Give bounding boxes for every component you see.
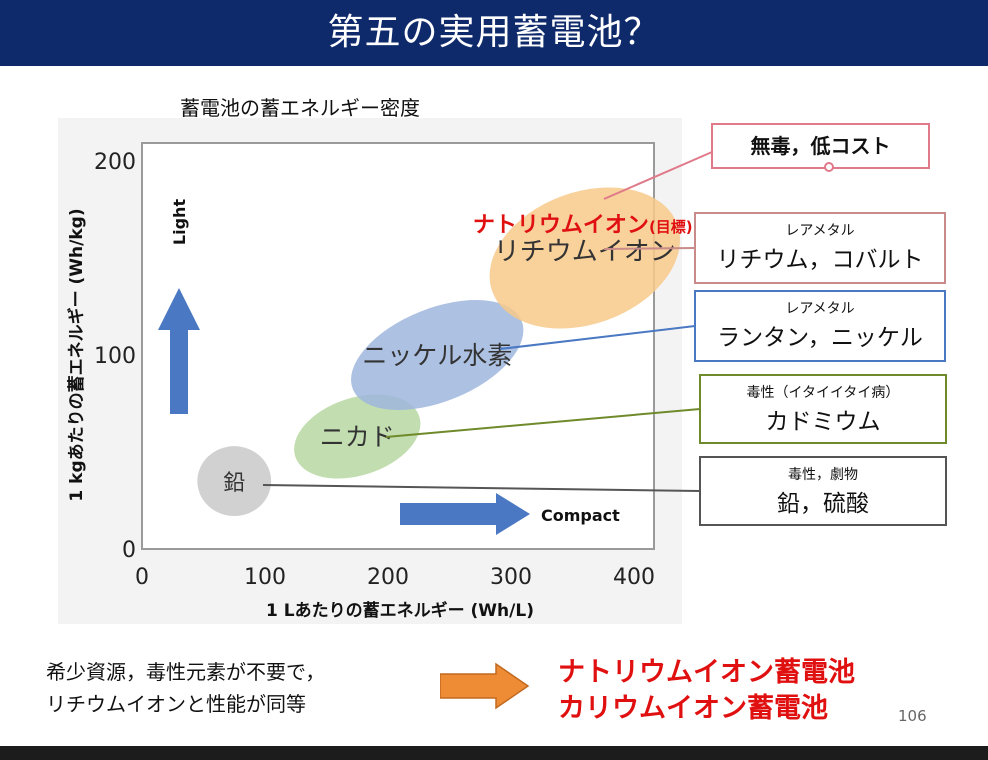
callout-top-line	[603, 151, 713, 200]
region-label-0: 鉛	[223, 471, 245, 496]
callout-line2-0: 鉛，硫酸	[777, 491, 869, 517]
x-tick-label-1: 100	[244, 565, 286, 590]
callout-box-0	[699, 456, 947, 526]
result-line-2: カリウムイオン蓄電池	[558, 693, 828, 724]
region-ellipse-1	[294, 394, 421, 479]
region-label-3: リチウムイオン	[494, 237, 676, 267]
result-arrow-icon	[440, 662, 530, 710]
y-tick-label-1: 100	[94, 344, 136, 369]
bottom-text-line-2: リチウムイオンと性能が同等	[46, 692, 306, 716]
region-0: 鉛	[197, 446, 272, 517]
region-ellipse-2	[351, 299, 524, 411]
slide-title: 第五の実用蓄電池？	[327, 12, 661, 53]
region-label-2: ニッケル水素	[362, 341, 512, 370]
region-ellipse-3	[489, 187, 680, 329]
compact-arrow-icon	[400, 493, 530, 535]
target-battery-label: ナトリウムイオン	[473, 213, 649, 238]
chart-title: 蓄電池の蓄エネルギー密度	[180, 96, 420, 120]
x-tick-label-0: 0	[135, 565, 149, 590]
target-suffix: (目標)	[649, 218, 693, 236]
callout-line1-3: レアメタル	[785, 223, 854, 239]
region-label-top-3: ナトリウムイオン(目標)	[473, 213, 693, 238]
callout-box-2	[694, 290, 946, 362]
pointer-dot-icon	[824, 162, 834, 172]
light-label: Light	[170, 199, 189, 246]
callout-line2-3: リチウム，コバルト	[717, 247, 924, 273]
callout-line2-2: ランタン，ニッケル	[717, 325, 923, 351]
callout-line-0	[262, 484, 701, 492]
region-2: ニッケル水素	[351, 299, 524, 411]
x-tick-label-4: 400	[613, 565, 655, 590]
callout-box-3	[694, 212, 946, 284]
bottom-bar	[0, 746, 988, 760]
callout-line1-2: レアメタル	[785, 301, 854, 317]
x-tick-label-2: 200	[367, 565, 409, 590]
callout-line-3	[603, 247, 696, 250]
callout-line1-0: 毒性，劇物	[788, 467, 858, 483]
page-number: 106	[898, 707, 927, 725]
callout-line-2	[499, 325, 696, 350]
callout-line1-1: 毒性（イタイイタイ病）	[747, 385, 900, 401]
callout-line-1	[385, 408, 701, 438]
bottom-text-line-1: 希少資源，毒性元素が不要で，	[46, 660, 326, 684]
y-axis-label: 1 kgあたりの蓄エネルギー (Wh/kg)	[66, 208, 87, 501]
x-tick-label-3: 300	[490, 565, 532, 590]
callout-top-text: 無毒，低コスト	[751, 134, 891, 158]
y-tick-label-0: 0	[122, 538, 136, 563]
y-tick-label-2: 200	[94, 150, 136, 175]
x-axis-label: 1 Lあたりの蓄エネルギー (Wh/L)	[266, 600, 534, 621]
light-arrow-icon	[158, 288, 200, 414]
result-line-1: ナトリウムイオン蓄電池	[558, 657, 855, 688]
region-label-1: ニカド	[320, 422, 395, 451]
region-ellipse-0	[197, 446, 272, 517]
callout-box-1	[699, 374, 947, 444]
region-1: ニカド	[294, 394, 421, 479]
callout-top-box	[711, 123, 930, 169]
compact-label: Compact	[541, 506, 620, 525]
title-bar	[0, 0, 988, 66]
callout-line2-1: カドミウム	[766, 409, 881, 435]
